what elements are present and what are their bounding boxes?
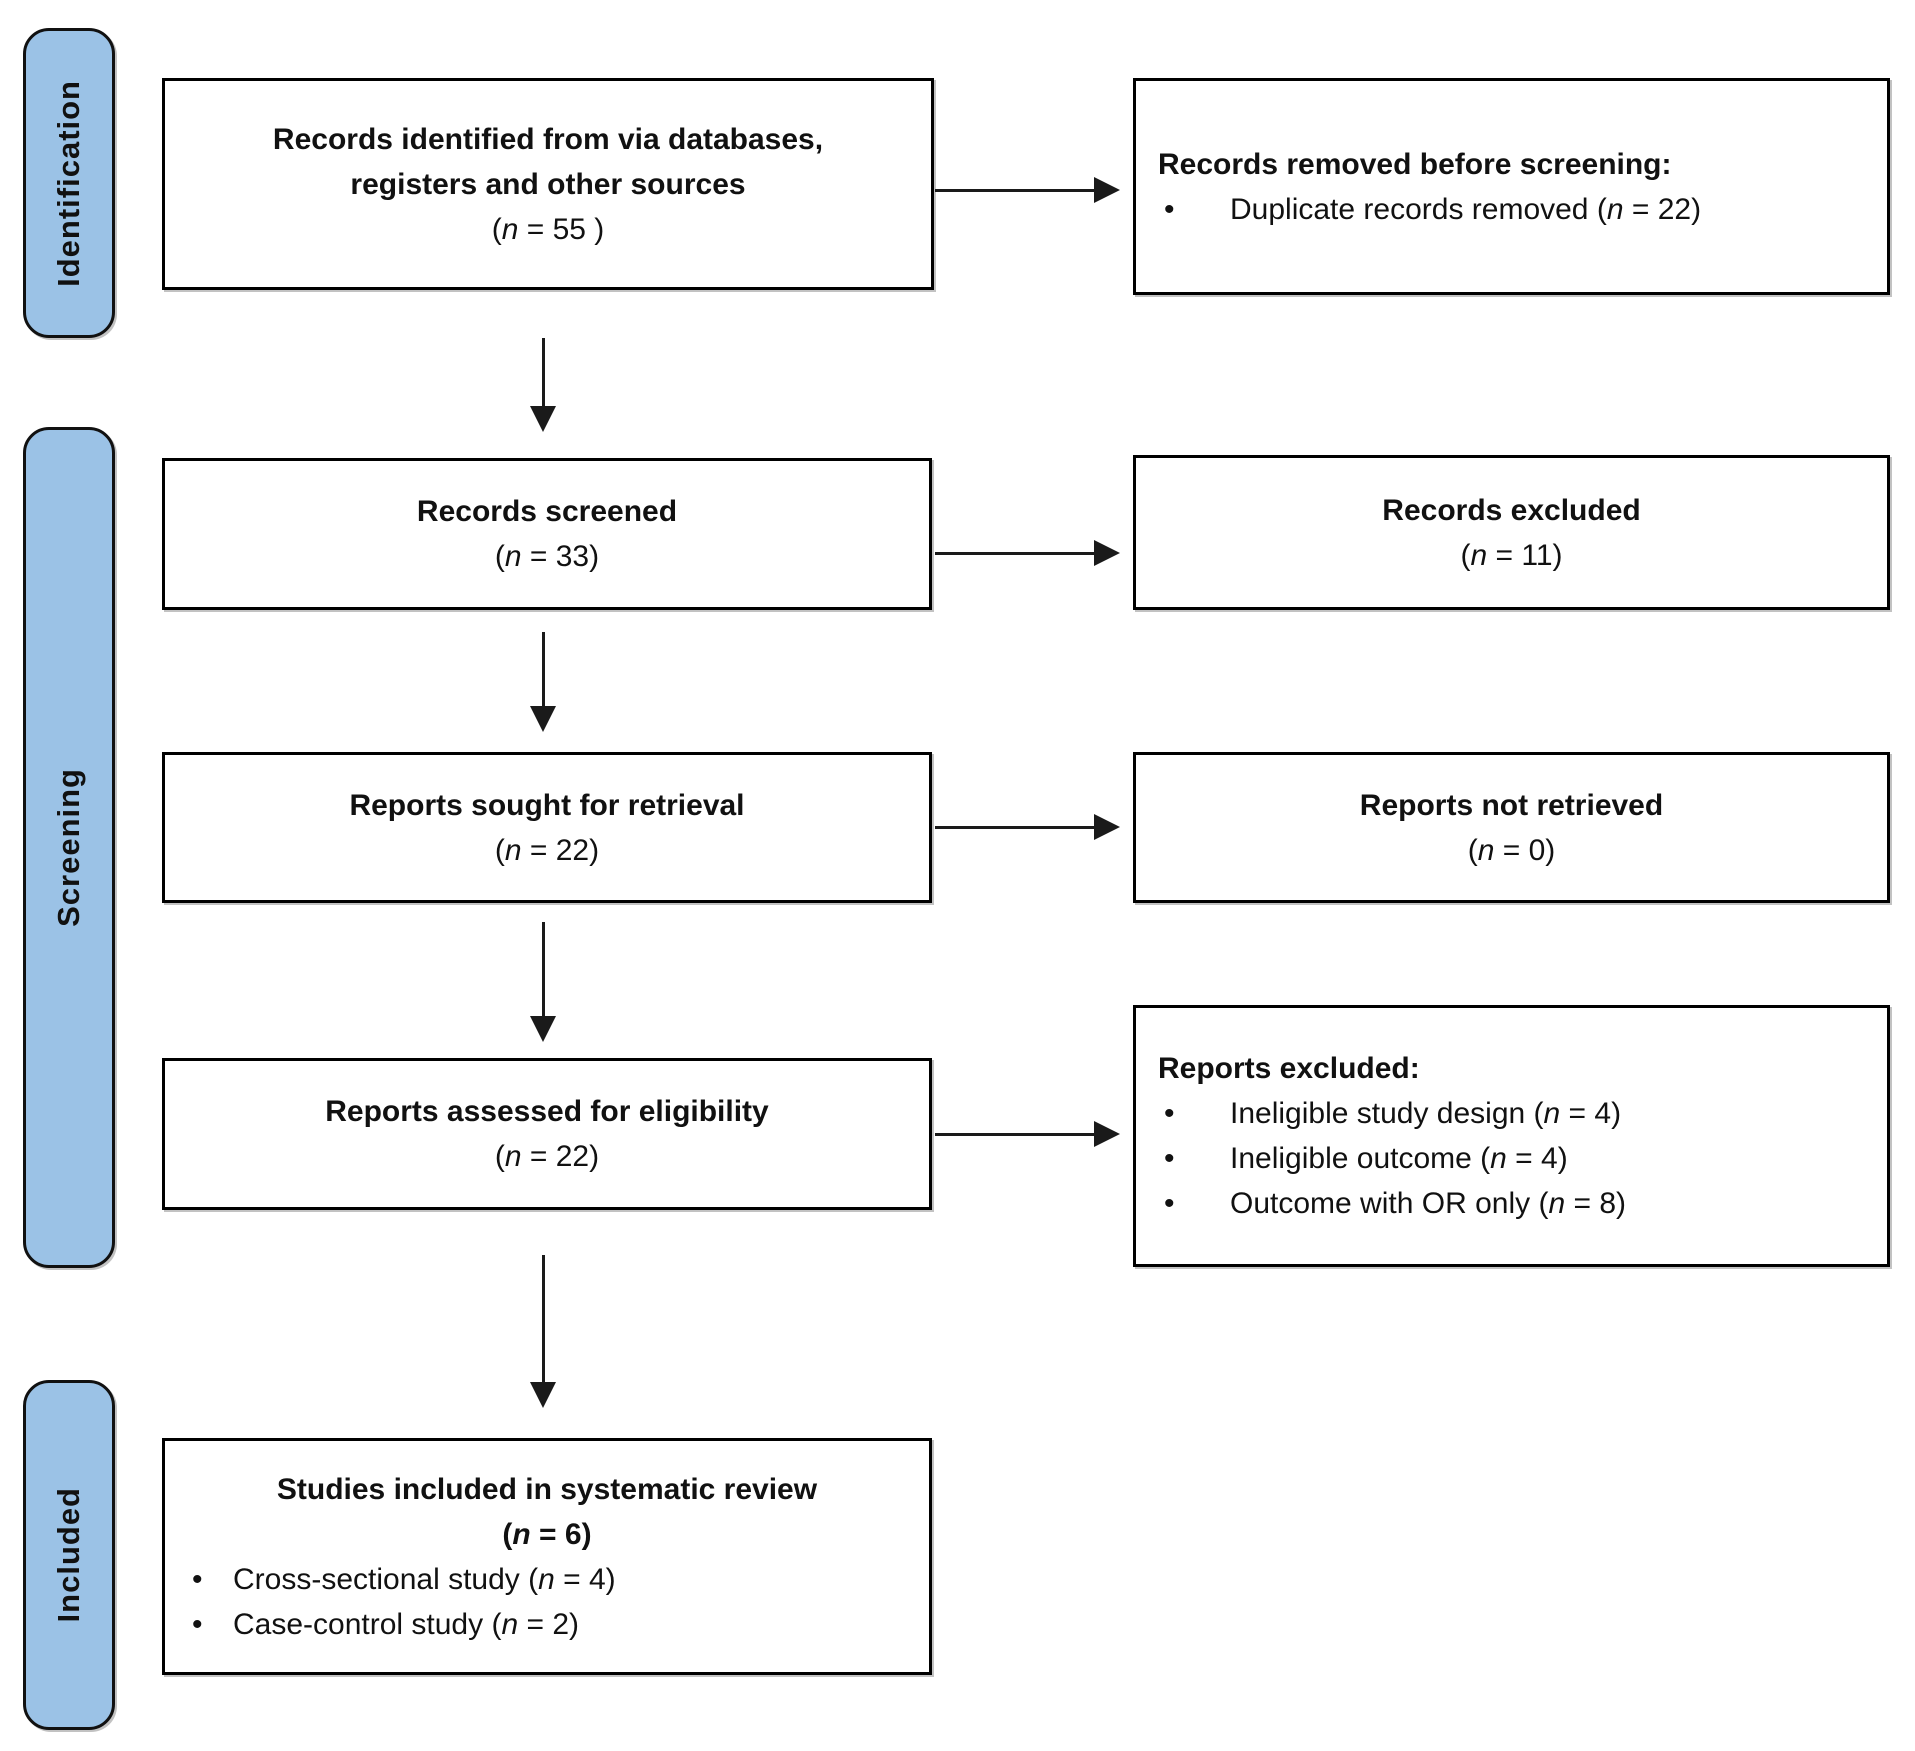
arrow-assessed-to-excluded <box>935 1121 1120 1147</box>
bullet-icon: • <box>192 1607 203 1641</box>
arrow-line <box>541 338 545 406</box>
box-records-excluded: Records excluded (n = 11) <box>1133 455 1890 610</box>
box-count: (n = 33) <box>494 540 600 573</box>
arrow-line <box>541 1255 545 1382</box>
arrow-right-icon <box>1094 177 1120 203</box>
arrow-line <box>935 1132 1094 1136</box>
bullet-icon: • <box>1164 1097 1175 1130</box>
arrow-line <box>541 632 545 706</box>
list-item: • Duplicate records removed (n = 22) <box>1158 187 1877 232</box>
bullet-text: Ineligible outcome (n = 4) <box>1230 1142 1568 1175</box>
stage-bar-identification: Identification <box>23 28 115 338</box>
arrow-identified-to-removed <box>935 177 1120 203</box>
stage-label-included: Included <box>51 1487 86 1623</box>
box-records-removed: Records removed before screening: • Dupl… <box>1133 78 1890 295</box>
box-title: Studies included in systematic review <box>276 1472 818 1506</box>
bullet-list: • Cross-sectional study (n = 4) • Case-c… <box>165 1557 929 1647</box>
box-title: Records screened <box>416 495 678 528</box>
box-count: (n = 6) <box>502 1517 592 1551</box>
arrow-screened-to-excluded <box>935 540 1120 566</box>
box-records-screened: Records screened (n = 33) <box>162 458 932 610</box>
stage-bar-screening: Screening <box>23 427 115 1268</box>
arrow-sought-to-assessed <box>530 922 556 1042</box>
arrow-down-icon <box>530 406 556 432</box>
box-title: Reports assessed for eligibility <box>325 1095 769 1128</box>
arrow-right-icon <box>1094 814 1120 840</box>
stage-label-identification: Identification <box>51 79 86 287</box>
arrow-right-icon <box>1094 1121 1120 1147</box>
box-title: Reports sought for retrieval <box>349 788 745 822</box>
arrow-right-icon <box>1094 540 1120 566</box>
arrow-down-icon <box>530 1016 556 1042</box>
box-count: (n = 55 ) <box>491 212 605 246</box>
arrow-line <box>541 922 545 1016</box>
box-count: (n = 0) <box>1467 833 1556 867</box>
arrow-sought-to-not-retrieved <box>935 814 1120 840</box>
box-reports-assessed: Reports assessed for eligibility (n = 22… <box>162 1058 932 1210</box>
bullet-text: Duplicate records removed (n = 22) <box>1230 192 1702 226</box>
bullet-text: Ineligible study design (n = 4) <box>1230 1097 1622 1130</box>
box-records-identified: Records identified from via databases, r… <box>162 78 934 290</box>
arrow-down-icon <box>530 1382 556 1408</box>
box-count: (n = 22) <box>494 1140 600 1173</box>
bullet-icon: • <box>192 1562 203 1596</box>
list-item: • Case-control study (n = 2) <box>192 1602 929 1647</box>
bullet-icon: • <box>1164 192 1175 226</box>
list-item: • Cross-sectional study (n = 4) <box>192 1557 929 1602</box>
box-studies-included: Studies included in systematic review (n… <box>162 1438 932 1675</box>
arrow-assessed-to-included <box>530 1255 556 1408</box>
list-item: • Ineligible outcome (n = 4) <box>1158 1136 1877 1181</box>
arrow-down-icon <box>530 706 556 732</box>
list-item: • Ineligible study design (n = 4) <box>1158 1091 1877 1136</box>
bullet-icon: • <box>1164 1142 1175 1175</box>
list-item: • Outcome with OR only (n = 8) <box>1158 1181 1877 1226</box>
box-reports-sought: Reports sought for retrieval (n = 22) <box>162 752 932 903</box>
bullet-text: Outcome with OR only (n = 8) <box>1230 1187 1626 1220</box>
box-title: Records excluded <box>1382 493 1641 527</box>
box-title: Records identified from via databases, r… <box>272 122 824 201</box>
bullet-list: • Duplicate records removed (n = 22) <box>1158 187 1877 232</box>
arrow-line <box>935 551 1094 555</box>
arrow-line <box>935 188 1094 192</box>
box-title: Reports excluded: <box>1158 1052 1420 1085</box>
box-reports-excluded: Reports excluded: • Ineligible study des… <box>1133 1005 1890 1267</box>
arrow-line <box>935 825 1094 829</box>
box-title: Records removed before screening: <box>1158 147 1672 181</box>
box-reports-not-retrieved: Reports not retrieved (n = 0) <box>1133 752 1890 903</box>
arrow-screened-to-sought <box>530 632 556 732</box>
box-count: (n = 22) <box>494 833 600 867</box>
stage-bar-included: Included <box>23 1380 115 1730</box>
box-title: Reports not retrieved <box>1359 788 1664 822</box>
bullet-text: Case-control study (n = 2) <box>233 1607 579 1641</box>
box-count: (n = 11) <box>1460 538 1563 572</box>
bullet-text: Cross-sectional study (n = 4) <box>233 1562 616 1596</box>
stage-label-screening: Screening <box>51 768 86 927</box>
bullet-icon: • <box>1164 1187 1175 1220</box>
bullet-list: • Ineligible study design (n = 4) • Inel… <box>1158 1091 1877 1226</box>
arrow-identified-to-screened <box>530 338 556 432</box>
